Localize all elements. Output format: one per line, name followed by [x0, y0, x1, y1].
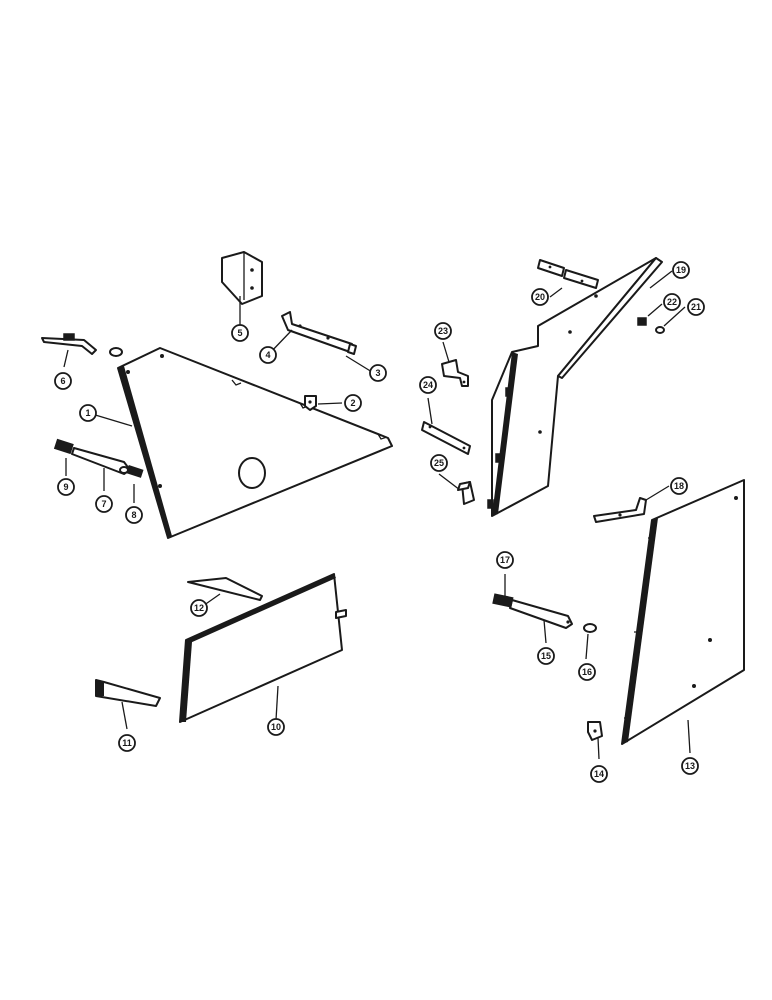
callout-circle [231, 324, 249, 342]
callout-22: 22 [663, 293, 681, 311]
callout-circle [267, 718, 285, 736]
callout-number: 2 [350, 398, 355, 408]
callout-circle [118, 734, 136, 752]
callout-number: 7 [101, 499, 106, 509]
rod-assembly-parts-15-16-17 [492, 593, 597, 633]
callout-circle [434, 322, 452, 340]
callout-circle [57, 478, 75, 496]
callout-circle [537, 647, 555, 665]
callout-circle [496, 551, 514, 569]
callout-number: 22 [667, 297, 677, 307]
callout-circle [663, 293, 681, 311]
callout-number: 6 [60, 376, 65, 386]
callout-circle [419, 376, 437, 394]
callout-20: 20 [531, 288, 549, 306]
callout-circle [590, 765, 608, 783]
callout-5: 5 [231, 324, 249, 342]
clip-part-14 [587, 721, 603, 741]
z-bracket-part-23 [441, 359, 469, 387]
stepped-panel-part-19 [487, 257, 663, 517]
callout-circle [125, 506, 143, 524]
callout-number: 20 [535, 292, 545, 302]
callout-circle [79, 404, 97, 422]
callout-2: 2 [344, 394, 362, 412]
callout-17: 17 [496, 551, 514, 569]
angle-clip-part-25 [457, 481, 475, 505]
callout-18: 18 [670, 477, 688, 495]
latch-strap-part-6 [41, 333, 123, 357]
callout-25: 25 [430, 454, 448, 472]
callout-number: 23 [438, 326, 448, 336]
callout-7: 7 [95, 495, 113, 513]
callout-3: 3 [369, 364, 387, 382]
callout-1: 1 [79, 404, 97, 422]
callout-circle [369, 364, 387, 382]
callout-circle [672, 261, 690, 279]
flat-bar-part-24 [421, 421, 471, 455]
callout-16: 16 [578, 663, 596, 681]
callout-number: 4 [265, 350, 270, 360]
angle-bracket-part-5 [221, 251, 263, 305]
callout-number: 9 [63, 482, 68, 492]
callout-12: 12 [190, 599, 208, 617]
callout-number: 5 [237, 328, 242, 338]
callout-circle [670, 477, 688, 495]
callout-13: 13 [681, 757, 699, 775]
callout-14: 14 [590, 765, 608, 783]
callout-15: 15 [537, 647, 555, 665]
callout-circle [430, 454, 448, 472]
callout-labels: 1234567891011121314151617181920212223242… [54, 261, 705, 783]
callout-23: 23 [434, 322, 452, 340]
callout-circle [687, 298, 705, 316]
callout-number: 15 [541, 651, 551, 661]
bracket-strap-part-18 [593, 497, 647, 523]
callout-number: 24 [423, 380, 433, 390]
callout-number: 13 [685, 761, 695, 771]
callout-circle [578, 663, 596, 681]
callout-19: 19 [672, 261, 690, 279]
clip-part-2 [304, 395, 317, 411]
callout-circle [681, 757, 699, 775]
callout-number: 21 [691, 302, 701, 312]
callout-number: 11 [122, 738, 132, 748]
callout-number: 12 [194, 603, 204, 613]
hinge-plates-part-20 [537, 259, 599, 289]
panel-triangular-part-1 [117, 347, 393, 539]
callout-21: 21 [687, 298, 705, 316]
callout-4: 4 [259, 346, 277, 364]
wedge-block-part-11 [95, 679, 161, 707]
callout-24: 24 [419, 376, 437, 394]
callout-number: 25 [434, 458, 444, 468]
callout-number: 14 [594, 769, 604, 779]
callout-circle [344, 394, 362, 412]
callout-number: 17 [500, 555, 510, 565]
tall-panel-part-13 [621, 479, 745, 745]
callout-circle [54, 372, 72, 390]
callout-number: 10 [271, 722, 281, 732]
callout-number: 18 [674, 481, 684, 491]
fasteners-parts-21-22 [637, 317, 665, 334]
callout-8: 8 [125, 506, 143, 524]
callout-number: 1 [85, 408, 90, 418]
callout-circle [259, 346, 277, 364]
callout-number: 3 [375, 368, 380, 378]
callout-9: 9 [57, 478, 75, 496]
flat-panel-part-10 [179, 573, 347, 723]
callout-number: 8 [131, 510, 136, 520]
callout-circle [95, 495, 113, 513]
rod-assembly-parts-7-8-9 [53, 438, 144, 478]
callout-6: 6 [54, 372, 72, 390]
gusset-part-12 [187, 577, 263, 601]
callout-number: 19 [676, 265, 686, 275]
callout-number: 16 [582, 667, 592, 677]
callout-circle [531, 288, 549, 306]
callout-10: 10 [267, 718, 285, 736]
callout-circle [190, 599, 208, 617]
callout-11: 11 [118, 734, 136, 752]
bracket-part-4 [281, 311, 357, 355]
